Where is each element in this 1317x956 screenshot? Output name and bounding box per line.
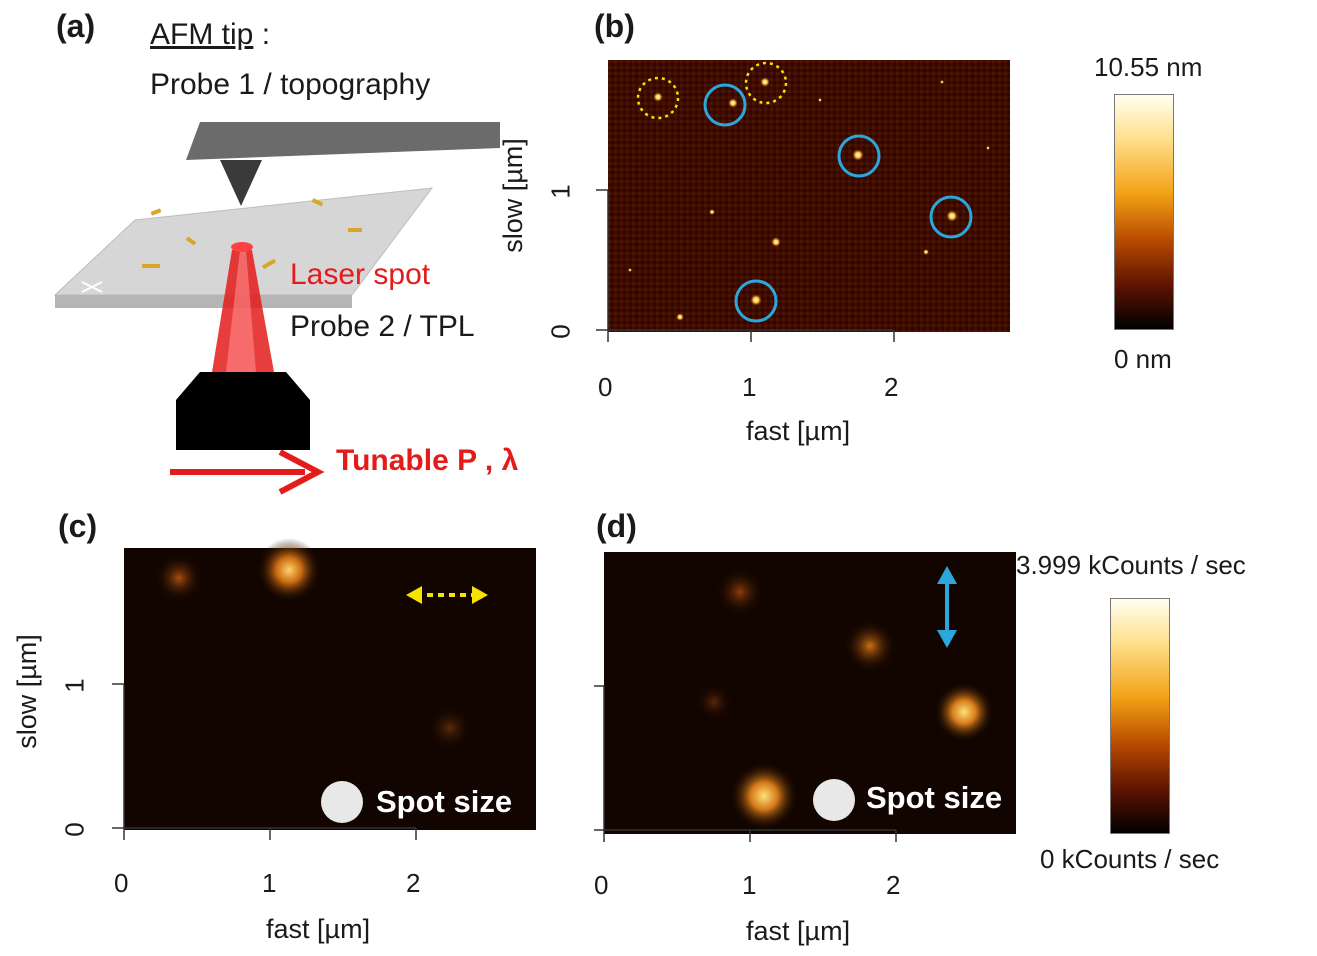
c-dim-spot-2 xyxy=(428,706,472,750)
c-ytick-0: 0 xyxy=(59,822,90,837)
d-bright-spot-1 xyxy=(730,762,798,830)
panel-b-y-axis xyxy=(596,189,609,331)
b-colorbar-max: 10.55 nm xyxy=(1094,52,1203,82)
d-spot-size-icon xyxy=(813,779,855,821)
objective-lens xyxy=(176,372,310,450)
b-xtick-1: 1 xyxy=(742,372,757,402)
panel-b-letter: (b) xyxy=(594,8,635,44)
b-colorbar xyxy=(1114,94,1174,330)
blue-circle-2 xyxy=(837,134,881,178)
d-spot-size-label: Spot size xyxy=(866,780,1003,815)
c-bright-spot-1 xyxy=(257,538,321,602)
tunable-arrow-head xyxy=(278,449,325,495)
d-xtick-1: 1 xyxy=(742,870,757,900)
c-spot-size-icon xyxy=(321,781,363,823)
c-x-label: fast [µm] xyxy=(266,914,371,944)
d-colorbar-max: 3.999 kCounts / sec xyxy=(1016,550,1246,580)
b-y-label: slow [µm] xyxy=(497,138,528,253)
probe1-label: Probe 1 / topography xyxy=(150,68,431,101)
d-colorbar-min: 0 kCounts / sec xyxy=(1040,844,1220,874)
panel-a-letter: (a) xyxy=(56,8,96,44)
laser-spot-label: Laser spot xyxy=(290,258,431,291)
panel-d-x-axis xyxy=(603,829,897,842)
b-x-label: fast [µm] xyxy=(746,416,851,446)
d-xtick-0: 0 xyxy=(594,870,609,900)
afm-tip-title: AFM tip xyxy=(150,18,254,51)
c-xtick-2: 2 xyxy=(406,868,421,898)
c-ytick-1: 1 xyxy=(59,678,90,693)
d-colorbar xyxy=(1110,598,1170,834)
panel-d-letter: (d) xyxy=(596,508,637,544)
topography-map xyxy=(608,60,1010,332)
topography-features xyxy=(628,77,990,321)
tpl-map-c xyxy=(124,538,536,830)
d-x-label: fast [µm] xyxy=(746,916,851,946)
afm-tip xyxy=(220,160,262,206)
nanorods xyxy=(142,198,362,270)
setup-schematic xyxy=(53,122,500,495)
cantilever xyxy=(186,122,500,160)
blue-circle-3 xyxy=(929,195,973,239)
c-y-label: slow [µm] xyxy=(11,634,42,749)
panel-d-y-axis xyxy=(594,685,605,831)
c-dim-spot-1 xyxy=(155,554,203,602)
c-xtick-0: 0 xyxy=(114,868,129,898)
b-ytick-0: 0 xyxy=(545,324,576,339)
d-mid-spot xyxy=(844,620,896,672)
panel-c-y-axis xyxy=(112,683,125,829)
blue-circle-1 xyxy=(703,83,747,127)
afm-tip-heading: AFM tip : xyxy=(150,18,270,52)
sample-slide-edge xyxy=(55,295,352,308)
laser-spot-dot xyxy=(231,242,253,252)
yellow-circle-2 xyxy=(744,61,788,105)
b-ytick-1: 1 xyxy=(545,184,576,199)
yellow-circle-1 xyxy=(636,76,680,120)
blue-circle-4 xyxy=(734,279,778,323)
c-xtick-1: 1 xyxy=(262,868,277,898)
sample-marker-icon xyxy=(81,281,103,293)
c-spot-size-label: Spot size xyxy=(376,784,513,819)
b-xtick-0: 0 xyxy=(598,372,613,402)
b-colorbar-min: 0 nm xyxy=(1114,344,1172,374)
d-bright-spot-2 xyxy=(934,682,994,742)
tunable-label: Tunable P , λ xyxy=(336,444,519,477)
probe2-label: Probe 2 / TPL xyxy=(290,310,475,343)
panel-c-letter: (c) xyxy=(58,508,98,544)
afm-tip-colon: : xyxy=(253,18,271,51)
b-xtick-2: 2 xyxy=(884,372,899,402)
panel-b-x-axis xyxy=(607,329,895,342)
d-dim-spot-2 xyxy=(696,684,732,720)
d-dim-spot-1 xyxy=(716,568,764,616)
d-xtick-2: 2 xyxy=(886,870,901,900)
panel-c-x-axis xyxy=(123,827,417,840)
tpl-map-d xyxy=(604,552,1016,834)
